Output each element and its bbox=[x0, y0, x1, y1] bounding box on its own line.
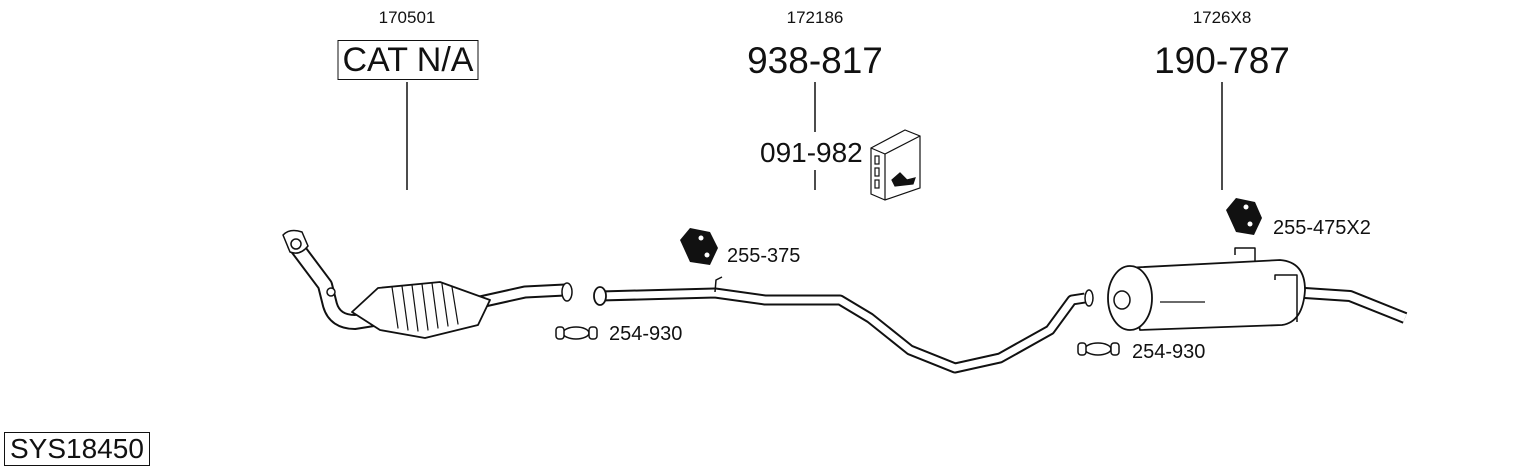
part-number-cat[interactable]: CAT N/A bbox=[337, 40, 479, 80]
clamp-front-label[interactable]: 254-930 bbox=[609, 323, 683, 345]
part-code-middle: 172186 bbox=[786, 8, 844, 27]
rubber-hanger-rear bbox=[1226, 198, 1262, 235]
fitting-kit-box-icon bbox=[870, 129, 921, 201]
middle-pipe bbox=[593, 276, 1094, 374]
hanger-front-label[interactable]: 255-375 bbox=[727, 245, 801, 267]
catalytic-converter bbox=[282, 229, 573, 339]
part-number-middle[interactable]: 938-817 bbox=[747, 40, 883, 81]
system-id: SYS18450 bbox=[4, 432, 150, 466]
part-code-cat: 170501 bbox=[378, 8, 436, 27]
rubber-hanger-front bbox=[680, 228, 718, 265]
part-number-rear[interactable]: 190-787 bbox=[1154, 40, 1290, 81]
clamp-rear-label[interactable]: 254-930 bbox=[1132, 341, 1206, 363]
clamp-front bbox=[555, 326, 598, 340]
leader-lines bbox=[406, 82, 1223, 190]
rear-silencer bbox=[1107, 247, 1408, 331]
clamp-rear bbox=[1077, 342, 1120, 356]
hanger-rear-label[interactable]: 255-475X2 bbox=[1273, 217, 1371, 239]
part-code-rear: 1726X8 bbox=[1192, 8, 1252, 27]
part-number-fitting-kit[interactable]: 091-982 bbox=[760, 137, 863, 168]
